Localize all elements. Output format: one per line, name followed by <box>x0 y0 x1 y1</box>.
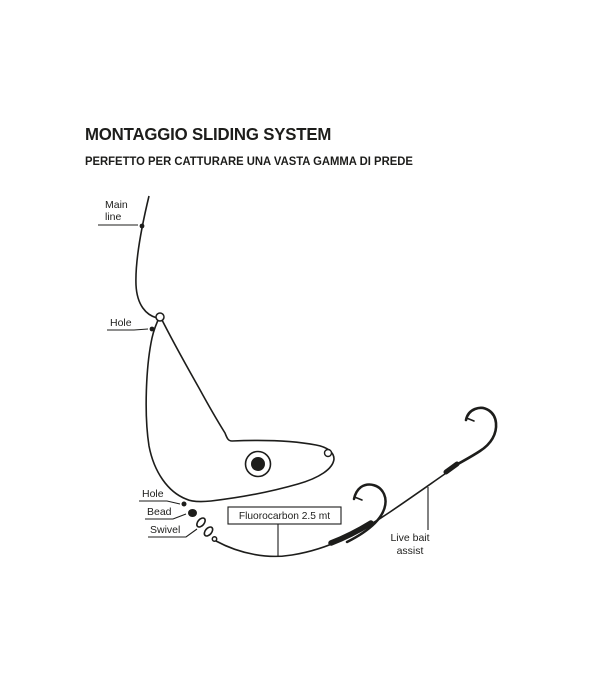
assist-hook-group <box>345 483 387 544</box>
main-line-path <box>135 195 158 319</box>
main-line-pointer-dot <box>139 223 145 229</box>
main-line-label-2: line <box>105 211 122 223</box>
bead-group: Bead <box>145 506 187 520</box>
swivel-label: Swivel <box>150 524 180 536</box>
main-hook-group <box>449 406 498 470</box>
swivel-ring-icon <box>211 536 218 542</box>
hole-top-leader <box>107 328 149 331</box>
hole-bottom-label: Hole <box>142 488 164 500</box>
fluorocarbon-label: Fluorocarbon 2.5 mt <box>239 511 330 522</box>
swivel-link-1-icon <box>196 517 206 528</box>
swivel-group: Swivel <box>148 524 198 538</box>
lure-body <box>145 314 335 503</box>
bottom-hole-icon <box>181 501 187 507</box>
fluorocarbon-label-box <box>227 506 342 525</box>
main-line-label-1: Main <box>105 199 128 211</box>
hole-top-group: Hole <box>107 317 155 332</box>
page-title: MONTAGGIO SLIDING SYSTEM <box>85 124 332 144</box>
assist-hook-barb-icon <box>353 496 363 501</box>
main-line-group: Main line <box>98 195 158 319</box>
bead-leader <box>145 513 187 520</box>
hardware-group <box>181 501 218 542</box>
fluorocarbon-label-group: Fluorocarbon 2.5 mt <box>227 506 342 556</box>
hole-top-pointer-dot <box>149 326 155 332</box>
live-bait-label-2: assist <box>397 545 424 557</box>
main-hook-icon <box>449 406 498 470</box>
bead-icon <box>188 509 197 517</box>
main-hook-barb-icon <box>465 417 475 422</box>
swivel-link-2-icon <box>203 526 214 537</box>
lure-eye-pupil-icon <box>251 457 265 471</box>
live-bait-group: Live bait assist <box>390 487 430 557</box>
swivel-leader <box>148 528 198 538</box>
hole-bottom-group: Hole <box>139 488 181 505</box>
assist-hook-icon <box>345 483 387 544</box>
hole-bottom-leader <box>139 500 181 505</box>
lure-nose-hole-icon <box>323 448 333 458</box>
hole-top-label: Hole <box>110 317 132 329</box>
page-subtitle: PERFETTO PER CATTURARE UNA VASTA GAMMA D… <box>85 156 413 168</box>
lure-group <box>145 312 335 503</box>
assist-hook-whipping-icon <box>328 520 374 546</box>
bead-label: Bead <box>147 506 172 518</box>
lure-top-hole-icon <box>155 312 165 322</box>
live-bait-label-1: Live bait <box>390 532 429 544</box>
